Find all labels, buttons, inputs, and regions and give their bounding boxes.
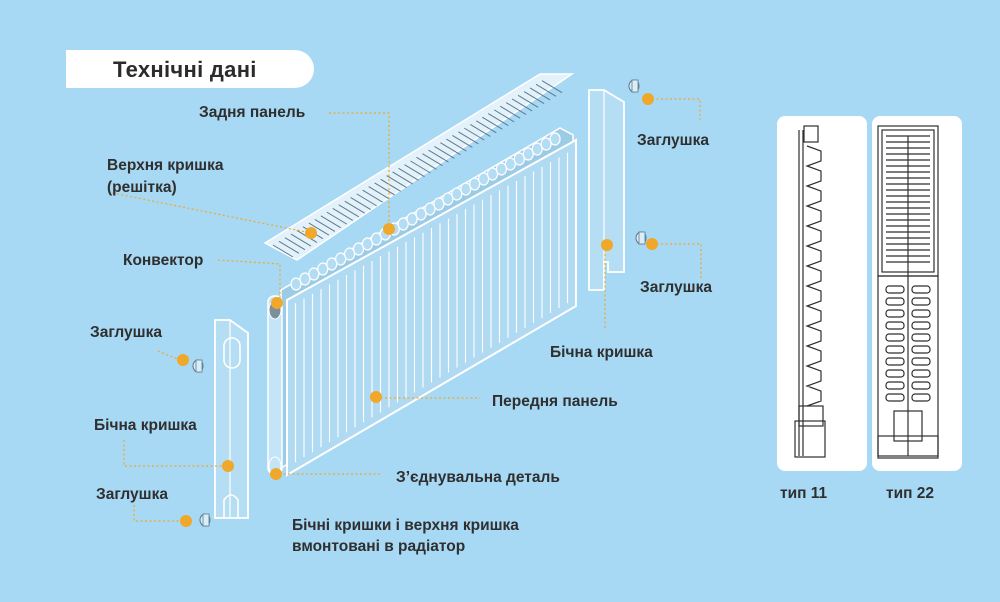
label-plug-top-right: Заглушка: [637, 132, 709, 149]
marker-back-panel: [383, 223, 395, 235]
type-22-profile: [877, 125, 939, 459]
plug-icon-left-lower: [199, 513, 211, 527]
type-11-label: тип 11: [780, 485, 828, 502]
marker-plug-top-right: [642, 93, 654, 105]
label-front-panel: Передня панель: [492, 393, 618, 410]
label-convector: Конвектор: [123, 252, 204, 269]
label-back-panel: Задня панель: [199, 104, 306, 121]
page-title: Технічні дані: [113, 57, 257, 82]
note-line-1: Бічні кришки і верхня кришка: [292, 517, 519, 534]
label-plug-left-lower: Заглушка: [96, 486, 168, 503]
type-11-profile: [794, 125, 826, 458]
marker-plug-mid-right: [646, 238, 658, 250]
convector-fins: [290, 132, 561, 291]
plug-icon-top-right: [628, 79, 640, 93]
right-side-cover: [588, 89, 625, 291]
plug-icon-mid-right: [635, 231, 647, 245]
marker-side-cover-left: [222, 460, 234, 472]
leader-lines: [107, 98, 702, 522]
plug-icon-left-upper: [192, 359, 204, 373]
type-11-card: [777, 116, 867, 471]
label-connector: З’єднувальна деталь: [396, 469, 560, 486]
marker-top-cover: [305, 227, 317, 239]
marker-convector: [271, 297, 283, 309]
left-side-cover: [214, 319, 249, 519]
connecting-pipe: [267, 295, 283, 476]
type-22-label: тип 22: [886, 485, 935, 502]
label-plug-left-upper: Заглушка: [90, 324, 162, 341]
label-side-cover-left: Бічна кришка: [94, 417, 197, 434]
type-22-card: [872, 116, 962, 471]
front-panel-shape: [286, 138, 577, 477]
label-top-cover: Верхня кришка: [107, 157, 224, 174]
marker-plug-left-lower: [180, 515, 192, 527]
marker-plug-left-upper: [177, 354, 189, 366]
title-banner: [66, 50, 314, 88]
note-line-2: вмонтовані в радіатор: [292, 538, 466, 555]
marker-connector: [270, 468, 282, 480]
marker-front-panel: [370, 391, 382, 403]
label-top-cover-sub: (решітка): [107, 179, 177, 196]
marker-side-cover-right: [601, 239, 613, 251]
markers: [177, 93, 658, 527]
label-side-cover-right: Бічна кришка: [550, 344, 653, 361]
label-plug-mid-right: Заглушка: [640, 279, 712, 296]
